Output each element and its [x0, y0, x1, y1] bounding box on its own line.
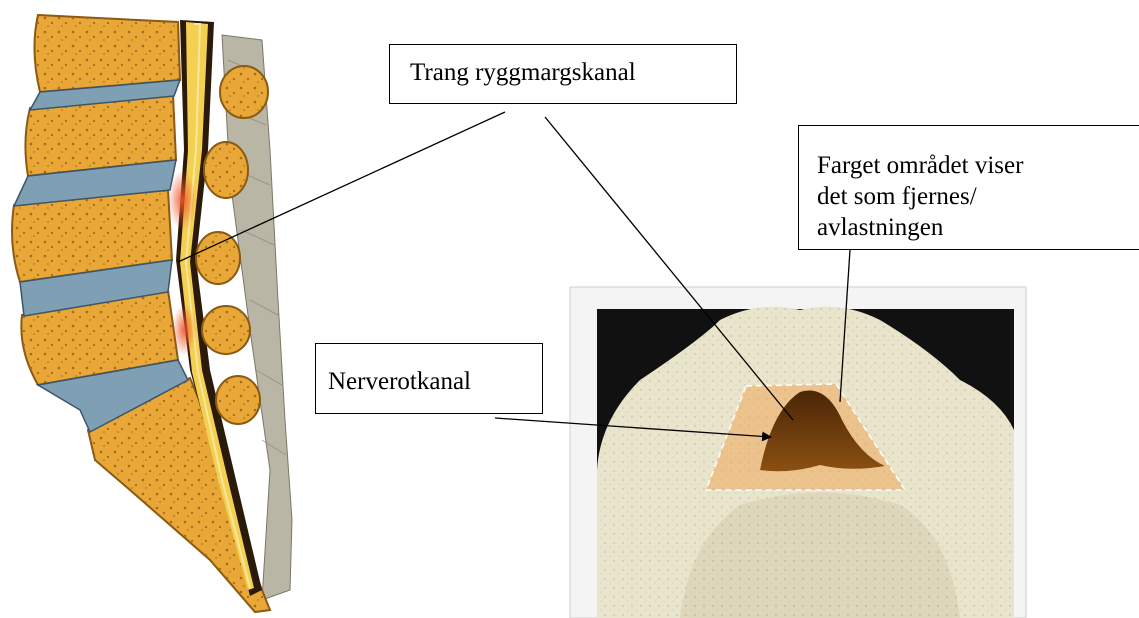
callout-nerve-root-canal-text: Nerverotkanal — [328, 368, 471, 395]
callout-removed-area-line-1: Farget området viser — [817, 150, 1139, 181]
callout-removed-area: Farget området viser det som fjernes/ av… — [798, 125, 1139, 250]
callout-removed-area-line-2: det som fjernes/ — [817, 181, 1139, 212]
callout-narrow-canal-text: Trang ryggmargskanal — [410, 59, 636, 86]
callout-narrow-canal: Trang ryggmargskanal — [389, 44, 737, 104]
inflammation-upper — [168, 170, 196, 230]
inflammation-lower — [172, 304, 196, 356]
callout-removed-area-line-3: avlastningen — [817, 212, 1139, 243]
vertebra-photo — [570, 287, 1026, 618]
callout-nerve-root-canal: Nerverotkanal — [315, 343, 543, 414]
lumbar-spine-illustration — [12, 15, 292, 612]
